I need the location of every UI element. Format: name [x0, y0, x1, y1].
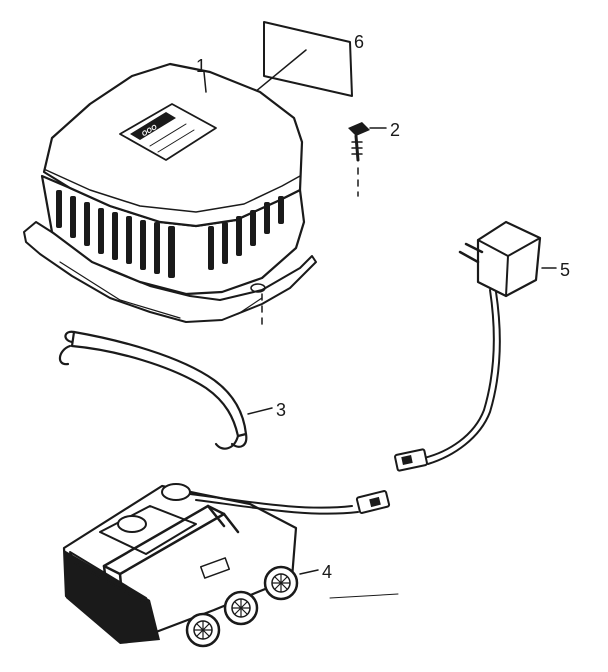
part-3-strap — [58, 330, 273, 450]
part-2-screw — [348, 122, 387, 197]
housing-vents — [56, 190, 284, 278]
part-1-housing: OOO — [23, 62, 317, 329]
callout-3: 3 — [276, 400, 286, 420]
callout-5: 5 — [560, 260, 570, 280]
callout-labels: 1 2 3 4 5 6 — [196, 32, 570, 582]
callout-6: 6 — [354, 32, 364, 52]
battery-end-caps — [185, 565, 299, 648]
callout-2: 2 — [390, 120, 400, 140]
part-5-adapter — [394, 220, 557, 472]
housing-logo-plate: OOO — [119, 103, 217, 161]
part-6-label — [237, 21, 353, 107]
callout-4: 4 — [322, 562, 332, 582]
part-4-battery-pack — [62, 483, 399, 648]
callout-1: 1 — [196, 56, 206, 76]
